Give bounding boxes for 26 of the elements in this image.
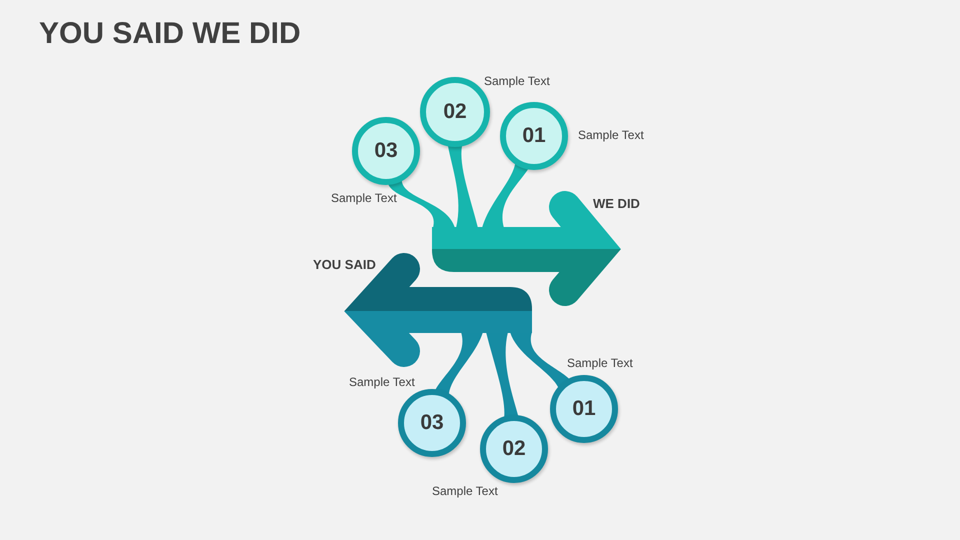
connector-stem	[486, 332, 518, 417]
connector-stem	[436, 332, 483, 394]
numbered-circle	[480, 415, 548, 483]
caption-text: Sample Text	[349, 375, 415, 389]
caption-text: Sample Text	[484, 74, 550, 88]
caption-text: Sample Text	[432, 484, 498, 498]
connector-stem	[388, 180, 455, 228]
caption-text: Sample Text	[567, 356, 633, 370]
numbered-circle	[550, 375, 618, 443]
step-number: 02	[502, 437, 526, 461]
arrow-label: WE DID	[593, 196, 640, 211]
connector-stem	[510, 332, 570, 388]
numbered-circle	[500, 102, 568, 170]
connector-stem	[448, 146, 478, 228]
step-number: 02	[443, 100, 467, 124]
step-number: 03	[374, 139, 398, 163]
title: YOU SAID WE DID	[39, 16, 301, 52]
step-number: 01	[572, 397, 596, 421]
arrow-label: YOU SAID	[313, 257, 376, 272]
step-number: 01	[522, 124, 546, 148]
numbered-circle	[398, 389, 466, 457]
caption-text: Sample Text	[578, 128, 644, 142]
numbered-circle	[352, 117, 420, 185]
caption-text: Sample Text	[331, 191, 397, 205]
connector-stem	[482, 164, 528, 228]
step-number: 03	[420, 411, 444, 435]
